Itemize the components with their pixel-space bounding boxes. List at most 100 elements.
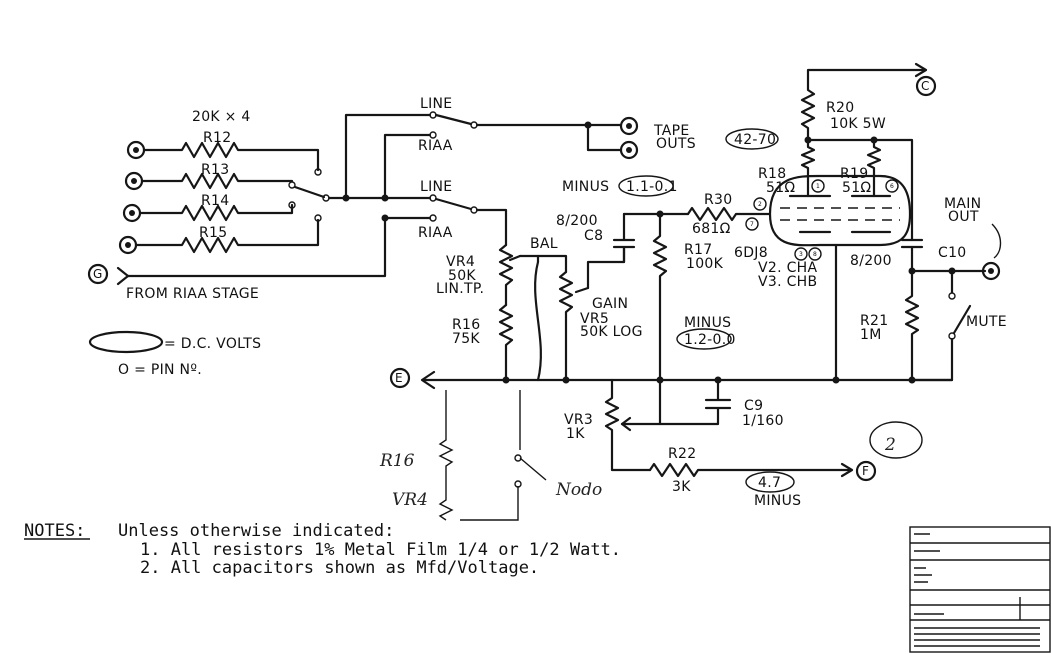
line-top-label: LINE xyxy=(420,96,452,112)
connector-c-letter: C xyxy=(921,79,929,93)
vr3-value: 1K xyxy=(566,426,585,442)
r21-value: 1M xyxy=(860,327,882,343)
minus-label-2: MINUS xyxy=(684,315,731,331)
pin6-number: 6 xyxy=(890,183,894,190)
capacitor-c9: C9 1/160 xyxy=(658,378,784,429)
switch-bottom: LINE RIAA xyxy=(126,179,508,278)
c10-label: C10 xyxy=(938,245,967,261)
vr5-label: VR5 xyxy=(580,311,609,327)
resistor-r21: R21 1M xyxy=(860,269,920,382)
vr4-value: 50K xyxy=(448,268,476,284)
voltage-v3: 42-70 xyxy=(725,128,779,150)
tube-ch-b: V3. CHB xyxy=(758,274,817,290)
riaa-bottom-label: RIAA xyxy=(418,225,453,241)
tube-6dj8: 6DJ8 V2. CHA V3. CHB 3 8 2 7 1 6 xyxy=(734,174,912,290)
hand-r16: R16 xyxy=(379,451,415,471)
pot-vr5: GAIN VR5 50K LOG xyxy=(558,246,642,382)
r17-label: R17 xyxy=(684,242,712,258)
pot-vr4: VR4 50K LIN.TP. R16 75K xyxy=(436,243,522,382)
resistor-r22: R22 3K F xyxy=(648,446,877,495)
pin1-number: 1 xyxy=(816,183,820,190)
c8-label: C8 xyxy=(584,228,603,244)
r13-label: R13 xyxy=(201,162,229,178)
gain-label: GAIN xyxy=(592,296,628,312)
v3-value: 42-70 xyxy=(734,132,776,148)
line-bottom-label: LINE xyxy=(420,179,452,195)
c9-label: C9 xyxy=(744,398,763,414)
r30-label: R30 xyxy=(704,192,732,208)
voltage-v2: MINUS 1.2-0.0 xyxy=(676,315,736,350)
tube-ch-a: V2. CHA xyxy=(758,260,817,276)
notes-intro: Unless otherwise indicated: xyxy=(118,521,394,541)
voltage-v4: 4.7 MINUS xyxy=(745,471,801,509)
resistor-r12: R12 xyxy=(142,130,320,172)
c8-value: 8/200 xyxy=(556,213,598,229)
voltage-v1: MINUS 1.1-0.1 xyxy=(562,175,678,197)
connector-c: C xyxy=(915,75,937,97)
r18-label: R18 xyxy=(758,166,786,182)
c10-value: 8/200 xyxy=(850,253,892,269)
c9-value: 1/160 xyxy=(742,413,784,429)
bal-label: BAL xyxy=(530,236,558,252)
resistor-r19: R19 51Ω xyxy=(840,138,882,196)
notes: NOTES: Unless otherwise indicated: 1. Al… xyxy=(24,521,621,578)
r20-label: R20 xyxy=(826,100,854,116)
rotary-selector xyxy=(288,168,389,222)
connector-e-letter: E xyxy=(395,371,403,385)
resistor-r30: R30 681Ω xyxy=(656,192,772,237)
v1-value: 1.1-0.1 xyxy=(626,179,678,195)
resistor-r17: R17 100K xyxy=(652,212,723,382)
riaa-top-label: RIAA xyxy=(418,138,453,154)
main-out: MAIN OUT xyxy=(944,196,1002,281)
capacitor-c8: 8/200 C8 xyxy=(556,212,690,264)
v2-value: 1.2-0.0 xyxy=(684,332,736,348)
minus-label-1: MINUS xyxy=(562,179,609,195)
r22-label: R22 xyxy=(668,446,696,462)
main-out-label-1: MAIN xyxy=(944,196,981,212)
resistor-r20: R20 10K 5W xyxy=(800,62,928,242)
r12-label: R12 xyxy=(203,130,231,146)
title-block xyxy=(909,526,1051,653)
vr4-type: LIN.TP. xyxy=(436,281,484,297)
vr4-label: VR4 xyxy=(446,254,475,270)
tube-type: 6DJ8 xyxy=(734,245,768,261)
pin3-number: 3 xyxy=(799,251,803,258)
r18-value: 51Ω xyxy=(766,180,795,196)
resistor-r14: R14 xyxy=(138,193,294,222)
v4-value: 4.7 xyxy=(758,475,781,491)
from-riaa-label: FROM RIAA STAGE xyxy=(126,286,259,302)
r21-label: R21 xyxy=(860,313,888,329)
notes-item-1: 1. All resistors 1% Metal Film 1/4 or 1/… xyxy=(140,540,621,560)
resistor-r15: R15 xyxy=(134,218,320,254)
minus-label-3: MINUS xyxy=(754,493,801,509)
r15-label: R15 xyxy=(199,225,227,241)
legend: = D.C. VOLTS O = PIN Nº. xyxy=(88,330,261,378)
main-out-label-2: OUT xyxy=(948,209,979,225)
input-jacks xyxy=(118,140,146,255)
hand-vr4: VR4 xyxy=(392,490,428,510)
connector-g-letter: G xyxy=(93,267,102,281)
r19-value: 51Ω xyxy=(842,180,871,196)
balance-wiper: BAL xyxy=(518,236,568,382)
r22-value: 3K xyxy=(672,479,691,495)
r16-label: R16 xyxy=(452,317,480,333)
resistor-r18: R18 51Ω xyxy=(758,138,816,196)
vr3-label: VR3 xyxy=(564,412,593,428)
mute-switch: MUTE xyxy=(910,269,1007,382)
r20-value: 10K 5W xyxy=(830,116,886,132)
switch-top: LINE RIAA xyxy=(344,96,622,200)
tape-outs-label-1: TAPE xyxy=(653,123,690,139)
legend-dc-volts: = D.C. VOLTS xyxy=(164,336,261,352)
notes-item-2: 2. All capacitors shown as Mfd/Voltage. xyxy=(140,558,539,578)
notes-heading: NOTES: xyxy=(24,521,85,541)
resistor-network-label: 20K × 4 xyxy=(192,109,251,125)
tape-outs: TAPE OUTS xyxy=(619,116,696,160)
tape-outs-label-2: OUTS xyxy=(656,136,696,152)
r19-label: R19 xyxy=(840,166,868,182)
pin2-number: 2 xyxy=(758,201,762,208)
handwritten-additions: R16 VR4 Nodo 2 xyxy=(379,390,923,521)
r14-label: R14 xyxy=(201,193,229,209)
hand-note: Nodo xyxy=(555,480,602,500)
pin8-number: 8 xyxy=(813,251,817,258)
